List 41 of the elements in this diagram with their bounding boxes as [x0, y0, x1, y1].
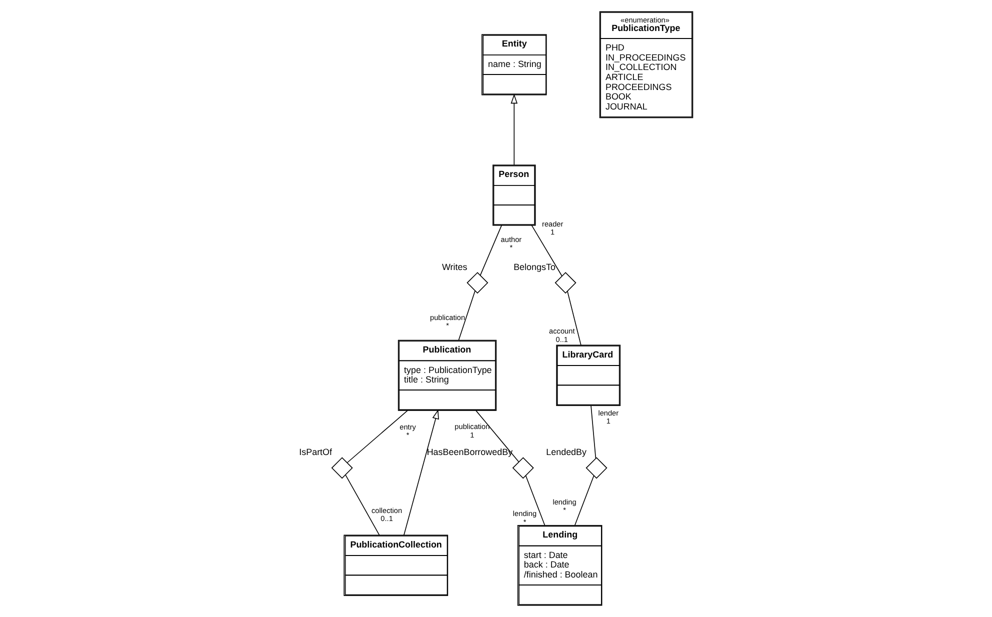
connector	[525, 475, 546, 526]
node-label: IsPartOf	[299, 447, 332, 458]
label: *	[510, 243, 513, 252]
node-diamond	[331, 457, 353, 479]
arrow	[404, 409, 439, 536]
connector	[574, 475, 594, 526]
label: *	[406, 430, 410, 440]
connector	[590, 405, 596, 459]
connector	[345, 474, 380, 536]
label: 1	[606, 416, 610, 426]
label: publication	[454, 422, 490, 432]
label: collection	[372, 506, 402, 515]
label: 0..1	[556, 334, 568, 344]
connector	[476, 410, 520, 462]
label: 1	[470, 430, 474, 440]
label: entry	[400, 422, 416, 432]
label: *	[563, 506, 566, 515]
node-diamond	[466, 272, 488, 294]
connector	[458, 290, 476, 341]
label: 1	[550, 228, 555, 237]
label: lending	[552, 498, 576, 507]
arrow	[510, 94, 518, 166]
node-label: Writes	[442, 262, 468, 272]
label: lending	[512, 509, 537, 518]
label: reader	[542, 219, 564, 228]
connector	[347, 410, 408, 463]
label: author	[500, 234, 522, 244]
connector	[480, 224, 502, 276]
connector	[567, 290, 582, 346]
label: account	[549, 326, 575, 336]
label: publication	[430, 312, 466, 322]
node-diamond	[586, 457, 608, 479]
label: *	[523, 517, 526, 526]
node-label: BelongsTo	[514, 262, 556, 272]
node-diamond	[512, 457, 534, 479]
label: *	[446, 321, 449, 330]
connector	[531, 224, 562, 276]
label: lender	[598, 408, 619, 418]
node-diamond	[554, 272, 576, 294]
node-label: LendedBy	[546, 447, 587, 458]
label: 0..1	[380, 514, 393, 524]
